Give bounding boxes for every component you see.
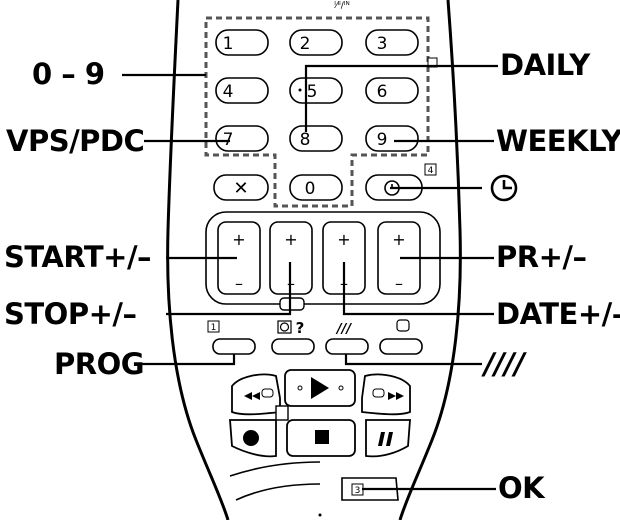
clock-icon [277,320,292,334]
digit-key-8[interactable] [289,125,343,152]
date-leader [342,262,494,316]
stop-leader [166,262,292,316]
digit-label: 5 [307,82,318,102]
digits-callout: 0 – 9 [32,57,105,91]
transport-link [275,405,289,421]
clear-key[interactable] [213,174,269,201]
digit-key-7[interactable] [215,125,269,152]
section-mark-1 [207,320,220,333]
section-mark-4-label: 4 [428,166,434,176]
rocker-keys [217,221,421,295]
section-mark-1-label: 1 [211,323,217,333]
date-callout: DATE+/– [496,297,620,331]
prog-key[interactable] [212,338,256,355]
plus-symbol: + [232,230,245,249]
clear-key-label: ✕ [233,178,248,199]
section-mark-4 [424,163,437,176]
remote-body [166,0,462,521]
vps-pdc-callout: VPS/PDC [6,124,145,158]
digit-key-3[interactable] [365,29,419,56]
aspect-key-label: /// [335,322,352,337]
pr-callout: PR+/– [496,240,587,274]
digit-label: 9 [377,130,388,150]
top-label: ᴵ⁄ᴵᴵ/ᴵᴺ [334,1,350,11]
digit-key-0[interactable] [289,174,343,201]
digit-label: 0 [305,179,316,199]
start-callout: START+/– [4,240,152,274]
digit-label: 1 [223,34,234,54]
daily-callout: DAILY [500,48,590,82]
minus-symbol: – [395,274,403,293]
clock-icon [490,174,518,202]
digit-key-2[interactable] [289,29,343,56]
prog-leader [138,354,236,366]
digit-key-5[interactable] [289,77,343,104]
digit-label: 4 [223,82,234,102]
digit-label: 8 [300,130,311,150]
navigation-ring [229,461,399,501]
digit-key-9[interactable] [365,125,419,152]
plus-symbol: + [284,230,297,249]
rewind-icon [244,388,274,400]
section-mark-3-label: 3 [355,486,361,496]
stop-callout: STOP+/– [4,297,137,331]
minus-symbol: – [235,274,243,293]
plus-symbol: + [392,230,405,249]
record-icon [243,430,259,446]
small-center-key[interactable] [279,297,305,311]
digit-key-4[interactable] [215,77,269,104]
digit-key-1[interactable] [215,29,269,56]
digit-key-6[interactable] [365,77,419,104]
fast-forward-icon [372,388,404,400]
plus-symbol: + [337,230,350,249]
digit-label: 6 [377,82,388,102]
daily-leader [304,64,498,132]
aspect-key[interactable] [325,338,369,355]
digit-label: 2 [300,34,311,54]
play-icon [297,377,344,399]
index-key[interactable] [379,338,423,355]
stop-icon [315,430,329,444]
fast-forward-key[interactable] [361,373,411,416]
stop-query-key[interactable] [271,338,315,355]
weekly-callout: WEEKLY [496,124,620,158]
digit-keys [215,29,419,201]
prog-callout: PROG [54,347,145,381]
query-label: ? [296,319,305,337]
transport-icons [243,377,404,446]
ok-callout: OK [498,471,545,505]
aspect-leader [344,354,482,366]
center-dot [318,513,322,517]
lower-keys [212,338,423,355]
digits-dashed-frame [204,16,430,208]
callout-lines [122,64,498,491]
index-icon [396,319,410,332]
digit-label: 3 [377,34,388,54]
dot-5-icon [298,88,302,92]
aspect-callout: //// [484,347,525,381]
pause-icon [378,432,393,446]
lower-key-icons: 1 ? /// [207,319,410,337]
